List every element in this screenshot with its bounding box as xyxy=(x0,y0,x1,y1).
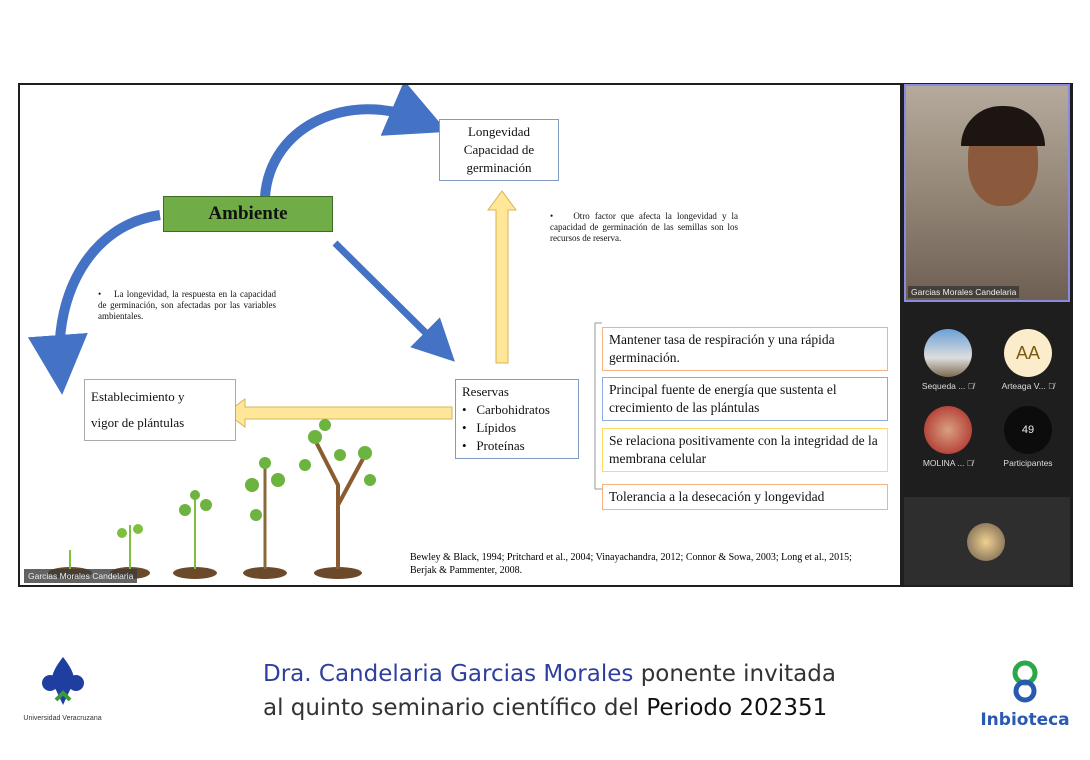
uv-logo: Universidad Veracruzana xyxy=(20,655,105,722)
avatar: AA xyxy=(1004,329,1052,377)
uv-emblem-icon xyxy=(41,657,84,705)
ambiente-box: Ambiente xyxy=(163,196,333,232)
function-box: Mantener tasa de respiración y una rápid… xyxy=(602,327,888,371)
arrow-reservas-to-longevidad xyxy=(487,190,517,364)
note-right: • Otro factor que afecta la longevidad y… xyxy=(550,211,739,243)
participant-tile[interactable]: Sequeda ... 🎙̸ xyxy=(908,329,988,391)
arrow-reservas-to-establecimiento xyxy=(225,398,453,428)
shared-slide: Ambiente Longevidad Capacidad de germina… xyxy=(20,85,900,585)
establecimiento-line: vigor de plántulas xyxy=(91,415,185,430)
arrow-ambiente-to-establecimiento xyxy=(27,210,161,395)
arrow-ambiente-to-longevidad xyxy=(260,85,448,198)
participant-tile[interactable]: AA Arteaga V... 🎙̸ xyxy=(988,329,1068,391)
longevidad-line: germinación xyxy=(466,160,532,175)
function-box: Se relaciona positivamente con la integr… xyxy=(602,428,888,472)
mic-muted-icon: 🎙̸ xyxy=(966,458,974,468)
note-left: • La longevidad, la respuesta en la capa… xyxy=(98,289,276,321)
inbioteca-emblem-icon xyxy=(1012,660,1038,703)
function-box: Principal fuente de energía que sustenta… xyxy=(602,377,888,421)
reservas-item: • Proteínas xyxy=(462,438,525,453)
banner-text: Dra. Candelaria Garcias Morales ponente … xyxy=(263,661,836,721)
references: Bewley & Black, 1994; Pritchard et al., … xyxy=(410,552,852,576)
avatar xyxy=(924,406,972,454)
meeting-stage: Ambiente Longevidad Capacidad de germina… xyxy=(18,83,1073,587)
longevidad-line: Capacidad de xyxy=(463,142,535,157)
participant-count: 49 xyxy=(1004,406,1052,454)
note-right-text: Otro factor que afecta la longevidad y l… xyxy=(550,211,739,243)
reservas-item: • Lípidos xyxy=(462,420,517,435)
note-left-text: La longevidad, la respuesta en la capaci… xyxy=(98,289,276,321)
reservas-title: Reservas xyxy=(462,384,509,399)
reservas-item: • Carbohidratos xyxy=(462,402,550,417)
avatar xyxy=(924,329,972,377)
self-view[interactable] xyxy=(904,497,1070,585)
plant-illustration xyxy=(48,419,376,579)
speaker-hair xyxy=(961,106,1045,146)
mic-muted-icon: 🎙̸ xyxy=(1048,381,1055,391)
speaker-video[interactable]: Garcias Morales Candelaria xyxy=(904,84,1070,302)
participant-tile[interactable]: MOLINA ... 🎙̸ xyxy=(908,406,988,468)
presenter-tag: Garcias Morales Candelaria xyxy=(24,569,138,583)
establecimiento-box: Establecimiento y vigor de plántulas xyxy=(84,379,236,441)
reservas-box: Reservas • Carbohidratos • Lípidos • Pro… xyxy=(455,379,579,459)
mic-muted-icon: 🎙̸ xyxy=(967,381,975,391)
participants-button[interactable]: 49 Participantes xyxy=(988,406,1068,468)
avatar xyxy=(967,523,1005,561)
speaker-name: Garcias Morales Candelaria xyxy=(908,286,1020,298)
function-box: Tolerancia a la desecación y longevidad xyxy=(602,484,888,510)
inbioteca-logo: Inbioteca xyxy=(980,655,1070,730)
inbioteca-label: Inbioteca xyxy=(980,710,1070,730)
uv-label: Universidad Veracruzana xyxy=(23,715,102,722)
longevidad-box: Longevidad Capacidad de germinación xyxy=(439,119,559,181)
bracket xyxy=(594,322,602,490)
arrow-ambiente-to-reservas xyxy=(332,240,455,362)
longevidad-line: Longevidad xyxy=(467,124,531,139)
establecimiento-line: Establecimiento y xyxy=(91,389,185,404)
